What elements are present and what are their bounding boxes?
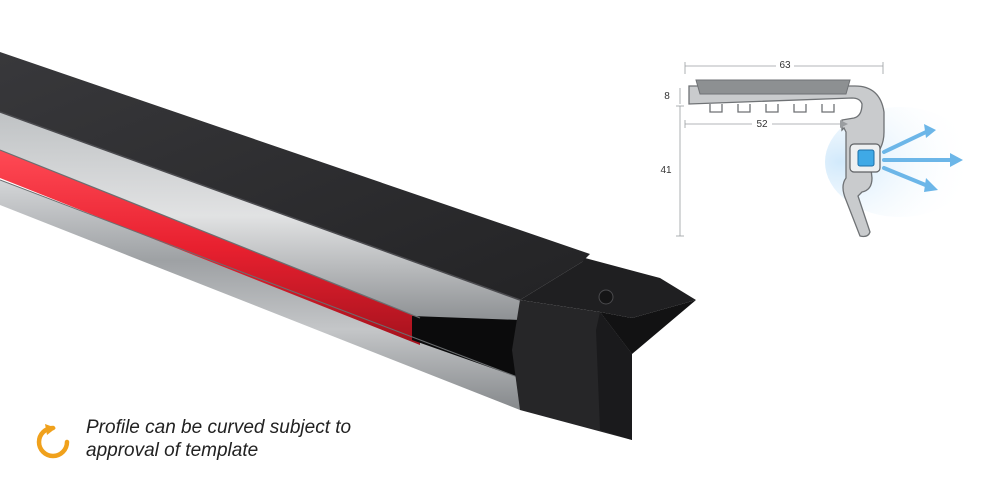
dimension-label-63: 63 <box>779 60 791 71</box>
dimension-label-8: 8 <box>664 91 670 102</box>
caption-line-1: Profile can be curved subject to <box>86 417 352 438</box>
cross-section-profile <box>688 85 885 238</box>
arrow-head-icon <box>950 153 963 167</box>
arrow-head-icon <box>924 124 936 138</box>
black-tread-surface <box>0 52 590 300</box>
circular-arrow-icon <box>36 424 70 459</box>
arrow-head-icon <box>840 120 848 128</box>
cross-section-tread-insert <box>695 79 851 95</box>
end-cap-top <box>520 258 696 318</box>
cross-section-diagram: 63 8 52 41 <box>660 58 975 238</box>
tread-edge-highlight <box>0 111 521 301</box>
screw-hole <box>598 289 614 305</box>
aluminium-lower-face <box>0 180 520 410</box>
end-cap-side <box>596 312 632 440</box>
dimension-label-41: 41 <box>660 165 672 176</box>
light-direction-arrows <box>882 130 954 188</box>
dimension-label-52: 52 <box>756 119 768 130</box>
red-led-strip <box>0 150 420 345</box>
led-diode <box>857 149 875 167</box>
cross-section-teeth <box>709 104 835 113</box>
arrow-head-icon <box>924 178 938 192</box>
profile-groove-line <box>0 149 421 319</box>
caption-line-2: approval of template <box>86 440 259 461</box>
profile-groove-line <box>0 179 521 379</box>
aluminium-upper-face <box>0 112 520 320</box>
curve-note-caption: Profile can be curved subject to approva… <box>86 416 351 462</box>
end-cap-nose <box>600 300 696 354</box>
stair-nosing-profile <box>0 52 696 440</box>
channel-opening <box>412 316 520 378</box>
